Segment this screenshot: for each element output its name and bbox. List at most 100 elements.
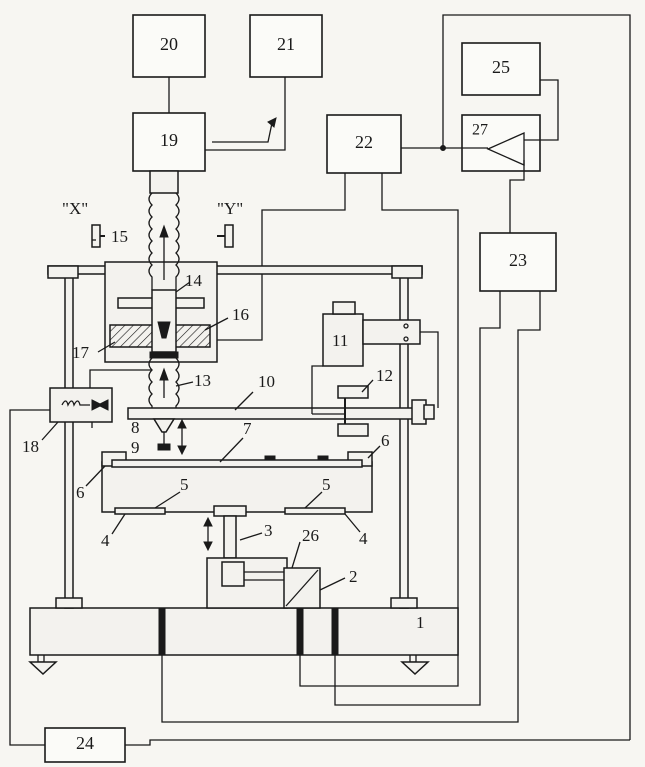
leader-6b xyxy=(367,445,381,459)
probe-tip-9 xyxy=(157,443,171,451)
block-23 xyxy=(479,232,557,292)
lift-shaft-3 xyxy=(223,515,237,559)
block-25 xyxy=(461,42,541,96)
block-22-label: 22 xyxy=(355,132,373,152)
leader-17 xyxy=(97,341,116,353)
lift-gear xyxy=(221,561,245,587)
leader-7 xyxy=(219,437,244,463)
axis-label-y: "Y" xyxy=(217,199,243,218)
base-insert-left xyxy=(158,607,166,656)
block-20-label: 20 xyxy=(160,34,178,54)
motor-11 xyxy=(322,313,364,367)
wire-22-coil xyxy=(215,173,346,341)
label-11: 11 xyxy=(332,331,348,350)
sample-mark-2 xyxy=(317,455,329,461)
wire-24-18 xyxy=(9,409,50,746)
label-14: 14 xyxy=(185,271,203,290)
lens-element xyxy=(157,321,171,339)
label-13: 13 xyxy=(194,371,211,390)
pad-4-left xyxy=(114,507,166,515)
foot-right-stem xyxy=(409,655,417,663)
label-18: 18 xyxy=(22,437,39,456)
motor-11-arm xyxy=(362,319,421,345)
knob-y xyxy=(224,224,234,248)
bellows-upper-right xyxy=(175,192,180,290)
carriage-10 xyxy=(127,407,425,420)
knob-x xyxy=(91,224,101,248)
leader-13 xyxy=(175,381,194,387)
leader-26 xyxy=(291,541,301,569)
motor-11-lead-1 xyxy=(311,365,323,414)
leader-5a xyxy=(154,491,181,509)
leader-5b xyxy=(304,491,323,509)
motor-11-screw-1 xyxy=(403,323,409,329)
leader-6a xyxy=(85,465,106,487)
block-20 xyxy=(132,14,206,78)
optical-tube xyxy=(151,289,177,353)
leader-18 xyxy=(41,421,59,441)
block-21 xyxy=(249,14,323,78)
top-beam xyxy=(47,265,423,275)
label-17: 17 xyxy=(72,343,90,362)
foot-right xyxy=(400,661,430,676)
block-21-label: 21 xyxy=(277,34,295,54)
base-insert-right xyxy=(331,607,339,656)
top-beam-right-cap xyxy=(391,265,423,279)
label-7: 7 xyxy=(243,419,252,438)
leader-14 xyxy=(175,281,191,293)
carriage-stop xyxy=(423,404,435,420)
label-5b: 5 xyxy=(322,475,331,494)
clamp-12-top xyxy=(337,385,369,399)
lift-head xyxy=(213,505,247,517)
block-22 xyxy=(326,114,402,174)
motor-11-lead-2 xyxy=(420,331,439,408)
foot-left-stem xyxy=(37,655,45,663)
label-4b: 4 xyxy=(359,529,368,548)
bellows-lower-right xyxy=(175,357,180,408)
device-18-tube xyxy=(89,369,152,388)
label-4a: 4 xyxy=(101,531,110,550)
probe-8 xyxy=(152,418,176,433)
label-2: 2 xyxy=(349,567,358,586)
leader-12 xyxy=(361,379,374,393)
column-left xyxy=(64,269,74,609)
block-19-label: 19 xyxy=(160,130,178,150)
probe-travel-arrow-up xyxy=(177,418,187,429)
bellows-lower-left xyxy=(148,357,153,408)
pad-4-right xyxy=(284,507,346,515)
beam-arrow-lower-head xyxy=(159,367,169,381)
leader-16 xyxy=(204,317,229,331)
lift-body xyxy=(206,557,288,609)
label-12: 12 xyxy=(376,366,393,385)
base-insert-mid xyxy=(296,607,304,656)
leader-3 xyxy=(239,532,263,541)
lift-travel-arrow-down xyxy=(203,541,213,552)
label-26: 26 xyxy=(302,526,319,545)
leader-4b xyxy=(344,513,361,533)
motor-11-screw-2 xyxy=(403,336,409,342)
wire-23-left xyxy=(161,291,541,723)
top-beam-left-cap xyxy=(47,265,79,279)
arrow-head-21 xyxy=(267,117,277,128)
label-6b: 6 xyxy=(381,431,390,450)
block-25-label: 25 xyxy=(492,57,510,77)
label-3: 3 xyxy=(264,521,273,540)
block-23-label: 23 xyxy=(509,250,527,270)
wire-19-21-arrow xyxy=(212,122,273,143)
label-9: 9 xyxy=(131,438,140,457)
motor-2-diagonal xyxy=(285,569,319,607)
device-18-valve-b xyxy=(96,399,109,411)
beam-arrow-upper-head xyxy=(159,224,169,238)
probe-travel-arrow-down xyxy=(177,445,187,456)
lift-travel-arrow-up xyxy=(203,516,213,527)
leader-4a xyxy=(111,513,126,535)
leader-10 xyxy=(234,391,254,411)
amplifier-symbol xyxy=(486,131,525,167)
block-24-label: 24 xyxy=(76,733,94,753)
foot-left xyxy=(28,661,58,676)
wire-outer-loop xyxy=(442,14,631,740)
label-6a: 6 xyxy=(76,483,85,502)
wire-23-base xyxy=(334,291,501,706)
